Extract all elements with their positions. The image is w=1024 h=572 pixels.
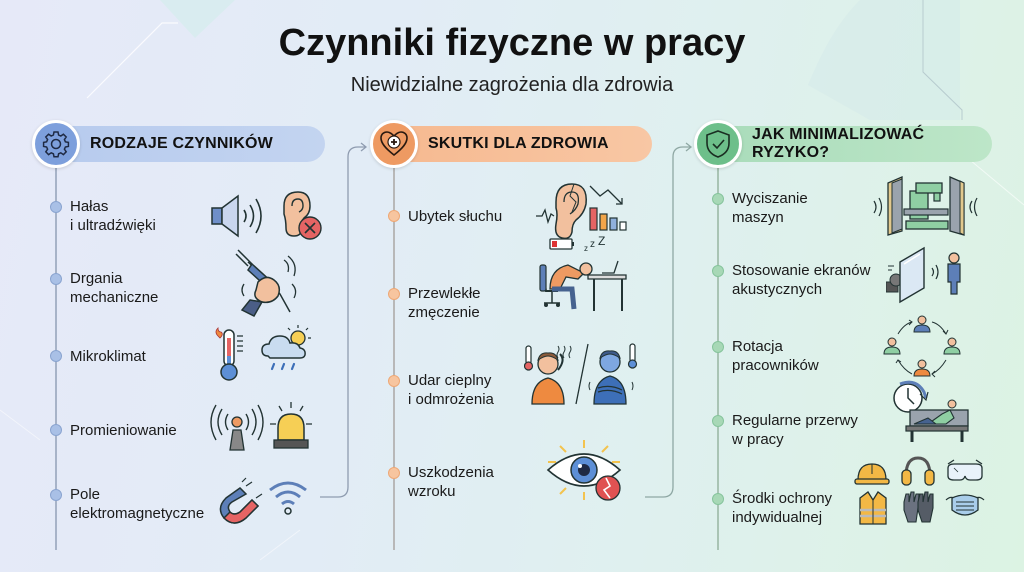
list-item: Regularne przerwy w pracy (694, 380, 994, 458)
ear-muffs-icon (901, 456, 935, 486)
divider-slash-icon (575, 343, 589, 405)
shield-check-icon (694, 120, 742, 168)
timeline-dot (388, 210, 400, 222)
declining-chart-icon (589, 185, 627, 231)
list-item: Udar cieplny i odmrożenia (370, 343, 660, 418)
wifi-icon (269, 481, 307, 515)
timeline-dot (50, 201, 62, 213)
timeline-dot (712, 415, 724, 427)
column-header: RODZAJE CZYNNIKÓW (50, 126, 325, 162)
vibrating-drill-icon (235, 249, 297, 317)
item-label: Promieniowanie (70, 421, 177, 439)
column-title: SKUTKI DLA ZDROWIA (428, 135, 609, 152)
safety-vest-icon (859, 491, 887, 525)
item-label: Drgania mechaniczne (70, 270, 159, 306)
radiation-antenna-icon (210, 404, 264, 451)
list-item: Rotacja pracowników (694, 315, 994, 384)
svg-text:z: z (590, 239, 595, 250)
hot-person-icon (524, 345, 572, 405)
column-title: RODZAJE CZYNNIKÓW (90, 135, 273, 152)
gloves-icon (903, 491, 934, 523)
damaged-eye-icon (546, 440, 622, 501)
list-item: Promieniowanie (32, 402, 332, 458)
worker-rotation-icon (883, 315, 961, 378)
timeline-dot (50, 273, 62, 285)
goggles-icon (947, 459, 983, 481)
list-item: Uszkodzenia wzroku (370, 440, 660, 510)
weather-cloud-icon (261, 325, 311, 371)
item-label: Mikroklimat (70, 347, 146, 365)
speaker-icon (211, 194, 262, 238)
column-factor-types: RODZAJE CZYNNIKÓW Hałas i ultradźwięki (32, 120, 332, 560)
thermometer-icon (215, 327, 243, 381)
warning-beacon-icon (270, 402, 312, 449)
item-label: Przewlekłe zmęczenie (408, 285, 481, 321)
hard-hat-icon (854, 463, 890, 485)
gear-icon (32, 120, 80, 168)
timeline-dot (388, 467, 400, 479)
connector-arrow-1 (320, 142, 368, 498)
item-label: Uszkodzenia wzroku (408, 464, 494, 500)
ear-blocked-icon (283, 191, 322, 240)
column-header: SKUTKI DLA ZDROWIA (388, 126, 652, 162)
timeline-dot (712, 193, 724, 205)
timeline-dot (712, 341, 724, 353)
timeline-dot (50, 424, 62, 436)
item-label: Udar cieplny i odmrożenia (408, 372, 494, 408)
page-subtitle: Niewidzialne zagrożenia dla zdrowia (350, 74, 674, 96)
timeline-line (393, 168, 395, 550)
heart-plus-icon (370, 120, 418, 168)
magnet-icon (219, 477, 263, 524)
column-risk-minimization: JAK MINIMALIZOWAĆ RYZYKO? Wyciszanie mas… (694, 120, 994, 560)
column-health-effects: SKUTKI DLA ZDROWIA Ubytek słuchu Pr (370, 120, 660, 560)
timeline-dot (712, 265, 724, 277)
list-item: Środki ochrony indywidualnej (694, 456, 994, 536)
column-header: JAK MINIMALIZOWAĆ RYZYKO? (712, 126, 992, 162)
item-label: Ubytek słuchu (408, 207, 503, 225)
list-item: Mikroklimat (32, 325, 332, 384)
item-label: Regularne przerwy w pracy (732, 412, 858, 448)
svg-text:Z: Z (598, 235, 605, 248)
acoustic-screen-icon (886, 246, 961, 304)
enclosed-machine-icon (873, 176, 978, 236)
column-title: JAK MINIMALIZOWAĆ RYZYKO? (752, 126, 925, 161)
item-label: Pole elektromagnetyczne (70, 486, 205, 522)
list-item: Ubytek słuchu (370, 183, 660, 244)
list-item: Stosowanie ekranów akustycznych (694, 246, 994, 308)
list-item: Wyciszanie maszyn (694, 176, 994, 236)
timeline-line (717, 168, 719, 550)
list-item: Przewlekłe zmęczenie z z Z (370, 235, 660, 331)
timeline-dot (50, 489, 62, 501)
tired-worker-icon: z z Z (539, 235, 627, 311)
item-label: Stosowanie ekranów akustycznych (732, 262, 871, 298)
item-label: Hałas i ultradźwięki (70, 198, 156, 234)
timeline-dot (388, 375, 400, 387)
timeline-dot (712, 493, 724, 505)
list-item: Pole elektromagnetyczne (32, 476, 332, 532)
damaged-ear-icon (536, 183, 587, 240)
cold-person-icon (588, 343, 638, 405)
list-item: Hałas i ultradźwięki (32, 188, 332, 244)
item-label: Wyciszanie maszyn (732, 190, 808, 226)
svg-text:z: z (584, 244, 588, 253)
timeline-dot (50, 350, 62, 362)
timeline-dot (388, 288, 400, 300)
item-label: Środki ochrony indywidualnej (732, 490, 833, 526)
connector-arrow-2 (645, 142, 693, 498)
item-label: Rotacja pracowników (732, 338, 819, 374)
face-mask-icon (945, 494, 985, 516)
page-title: Czynniki fizyczne w pracy (278, 22, 746, 64)
break-clock-icon (893, 380, 969, 442)
list-item: Drgania mechaniczne (32, 249, 332, 317)
